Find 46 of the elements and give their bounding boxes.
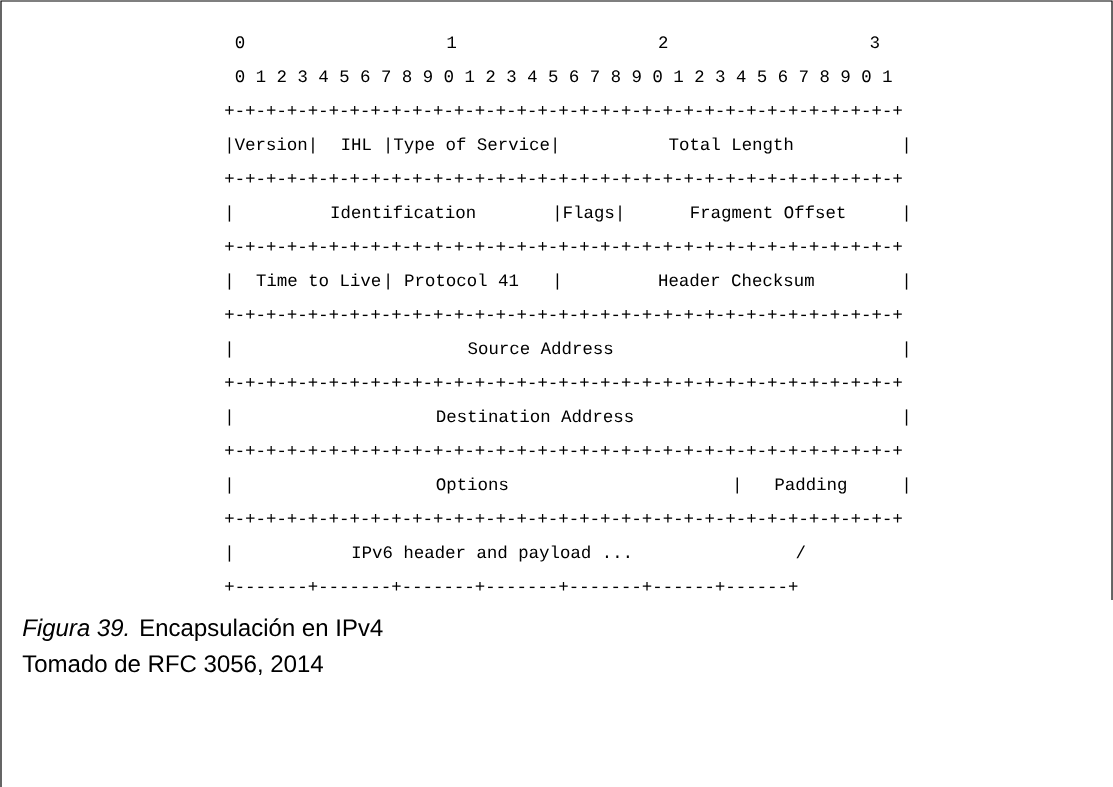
ascii-rule: +-+-+-+-+-+-+-+-+-+-+-+-+-+-+-+-+-+-+-+-+-+-+-+-+-+-+-+-+-+-+-+-+ bbox=[225, 173, 902, 183]
field-name: Options bbox=[436, 477, 508, 494]
field-separator: | bbox=[228, 545, 231, 562]
bit-number: 0 bbox=[235, 36, 245, 49]
ascii-rule: +-+-+-+-+-+-+-+-+-+-+-+-+-+-+-+-+-+-+-+-+-+-+-+-+-+-+-+-+-+-+-+-+ bbox=[225, 105, 902, 115]
field-name: IPv6 header and payload ... bbox=[352, 545, 629, 562]
field-name: Padding bbox=[775, 477, 846, 494]
field-name: |Type of Service| bbox=[387, 137, 556, 154]
field-separator: | bbox=[905, 137, 908, 154]
field-name: |Flags| bbox=[556, 205, 621, 222]
field-name: Header Checksum bbox=[659, 273, 814, 287]
ascii-rule: +-+-+-+-+-+-+-+-+-+-+-+-+-+-+-+-+-+-+-+-+-+-+-+-+-+-+-+-+-+-+-+-+ bbox=[225, 445, 902, 455]
field-separator: | bbox=[905, 409, 908, 426]
ascii-rule: +-+-+-+-+-+-+-+-+-+-+-+-+-+-+-+-+-+-+-+-+-+-+-+-+-+-+-+-+-+-+-+-+ bbox=[225, 241, 902, 251]
field-name: Time to Live bbox=[256, 273, 381, 287]
ascii-rule: +-+-+-+-+-+-+-+-+-+-+-+-+-+-+-+-+-+-+-+-+-+-+-+-+-+-+-+-+-+-+-+-+ bbox=[225, 513, 902, 523]
field-name: Protocol 41 bbox=[405, 273, 519, 287]
field-separator: | bbox=[736, 477, 738, 494]
field-separator: | bbox=[905, 273, 908, 290]
field-separator: | bbox=[905, 477, 908, 494]
field-name: |Version| bbox=[228, 137, 314, 154]
field-separator: | bbox=[228, 341, 231, 358]
field-name: Fragment Offset bbox=[691, 205, 845, 222]
ascii-rule: +-------+-------+-------+-------+-------+------+------+ bbox=[225, 581, 798, 591]
field-name: Identification bbox=[331, 205, 475, 219]
field-separator: | bbox=[228, 409, 231, 426]
field-separator: | bbox=[905, 341, 908, 358]
ascii-rule: +-+-+-+-+-+-+-+-+-+-+-+-+-+-+-+-+-+-+-+-+-+-+-+-+-+-+-+-+-+-+-+-+ bbox=[225, 377, 902, 387]
bit-number: 0 1 2 3 4 5 6 7 8 9 0 1 2 3 4 5 6 7 8 9 0 1 2 3 4 5 6 7 8 9 0 1 bbox=[235, 70, 892, 83]
field-separator: | bbox=[556, 273, 559, 290]
bit-number: 1 bbox=[447, 36, 456, 48]
field-name: Destination Address bbox=[437, 409, 633, 423]
field-separator: | bbox=[387, 273, 389, 290]
field-separator: | bbox=[228, 205, 231, 222]
field-separator: / bbox=[796, 545, 805, 559]
bit-number: 2 bbox=[659, 36, 668, 48]
field-name: Source Address bbox=[468, 341, 613, 355]
field-separator: | bbox=[905, 205, 908, 222]
figure-caption: Figura 39. Encapsulación en IPv4 bbox=[22, 618, 383, 641]
field-name: Total Length bbox=[669, 137, 793, 154]
ascii-rule: +-+-+-+-+-+-+-+-+-+-+-+-+-+-+-+-+-+-+-+-+-+-+-+-+-+-+-+-+-+-+-+-+ bbox=[225, 309, 902, 319]
source-note: Tomado de RFC 3056, 2014 bbox=[22, 654, 323, 676]
field-separator: | bbox=[228, 273, 231, 290]
field-name: IHL bbox=[342, 138, 371, 150]
field-separator: | bbox=[228, 477, 231, 494]
bit-number: 3 bbox=[870, 36, 879, 49]
